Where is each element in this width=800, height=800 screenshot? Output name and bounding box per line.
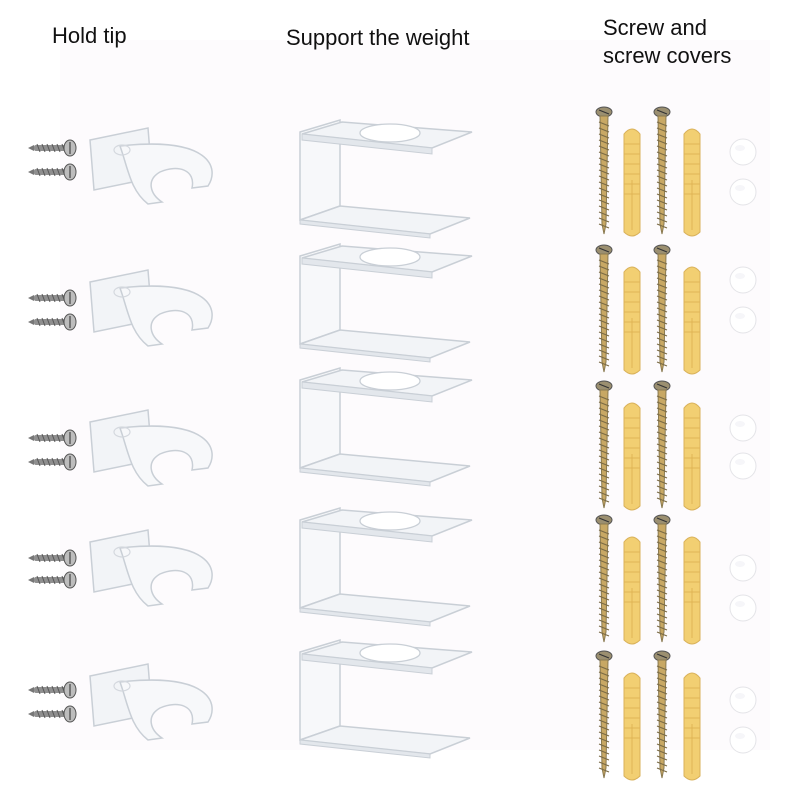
long-screw-icon bbox=[595, 650, 613, 779]
heading-screw-covers: Screw and screw covers bbox=[603, 15, 732, 68]
long-screw-icon bbox=[595, 380, 613, 509]
heading-support-weight: Support the weight bbox=[286, 25, 470, 50]
screw-cover-icon bbox=[729, 414, 757, 442]
screw-cover-icon bbox=[729, 138, 757, 166]
small-screw-icon bbox=[28, 681, 77, 699]
long-screw-icon bbox=[595, 514, 613, 643]
small-screw-icon bbox=[28, 139, 77, 157]
small-screw-icon bbox=[28, 453, 77, 471]
long-screw-icon bbox=[653, 106, 671, 235]
long-screw-icon bbox=[653, 244, 671, 373]
hold-tip-clip bbox=[89, 409, 213, 487]
long-screw-icon bbox=[595, 244, 613, 373]
screw-cover-icon bbox=[729, 306, 757, 334]
screw-cover-icon bbox=[729, 266, 757, 294]
small-screw-icon bbox=[28, 705, 77, 723]
wall-anchor-icon bbox=[683, 266, 701, 375]
hold-tip-clip bbox=[89, 269, 213, 347]
small-screw-icon bbox=[28, 289, 77, 307]
small-screw-icon bbox=[28, 571, 77, 589]
small-screw-icon bbox=[28, 163, 77, 181]
screw-cover-icon bbox=[729, 594, 757, 622]
hold-tip-clip bbox=[89, 529, 213, 607]
heading-hold-tip: Hold tip bbox=[52, 23, 127, 48]
wall-anchor-icon bbox=[623, 266, 641, 375]
small-screw-icon bbox=[28, 429, 77, 447]
product-set-row bbox=[28, 366, 757, 511]
screw-cover-icon bbox=[729, 452, 757, 480]
acrylic-holder bbox=[299, 366, 473, 487]
acrylic-holder bbox=[299, 242, 473, 363]
product-set-row bbox=[28, 638, 757, 781]
long-screw-icon bbox=[653, 514, 671, 643]
screw-cover-icon bbox=[729, 554, 757, 582]
hold-tip-clip bbox=[89, 127, 213, 205]
product-set-row bbox=[28, 242, 757, 375]
wall-anchor-icon bbox=[683, 128, 701, 237]
small-screw-icon bbox=[28, 313, 77, 331]
long-screw-icon bbox=[595, 106, 613, 235]
acrylic-holder bbox=[299, 506, 473, 627]
product-set-row bbox=[28, 106, 757, 239]
wall-anchor-icon bbox=[683, 536, 701, 645]
screw-cover-icon bbox=[729, 178, 757, 206]
acrylic-holder bbox=[299, 118, 473, 239]
screw-cover-icon bbox=[729, 686, 757, 714]
wall-anchor-icon bbox=[623, 128, 641, 237]
wall-anchor-icon bbox=[623, 536, 641, 645]
wall-anchor-icon bbox=[623, 672, 641, 781]
long-screw-icon bbox=[653, 650, 671, 779]
wall-anchor-icon bbox=[683, 672, 701, 781]
wall-anchor-icon bbox=[623, 402, 641, 511]
wall-anchor-icon bbox=[683, 402, 701, 511]
hold-tip-clip bbox=[89, 663, 213, 741]
screw-cover-icon bbox=[729, 726, 757, 754]
small-screw-icon bbox=[28, 549, 77, 567]
long-screw-icon bbox=[653, 380, 671, 509]
product-set-row bbox=[28, 506, 757, 645]
acrylic-holder bbox=[299, 638, 473, 759]
